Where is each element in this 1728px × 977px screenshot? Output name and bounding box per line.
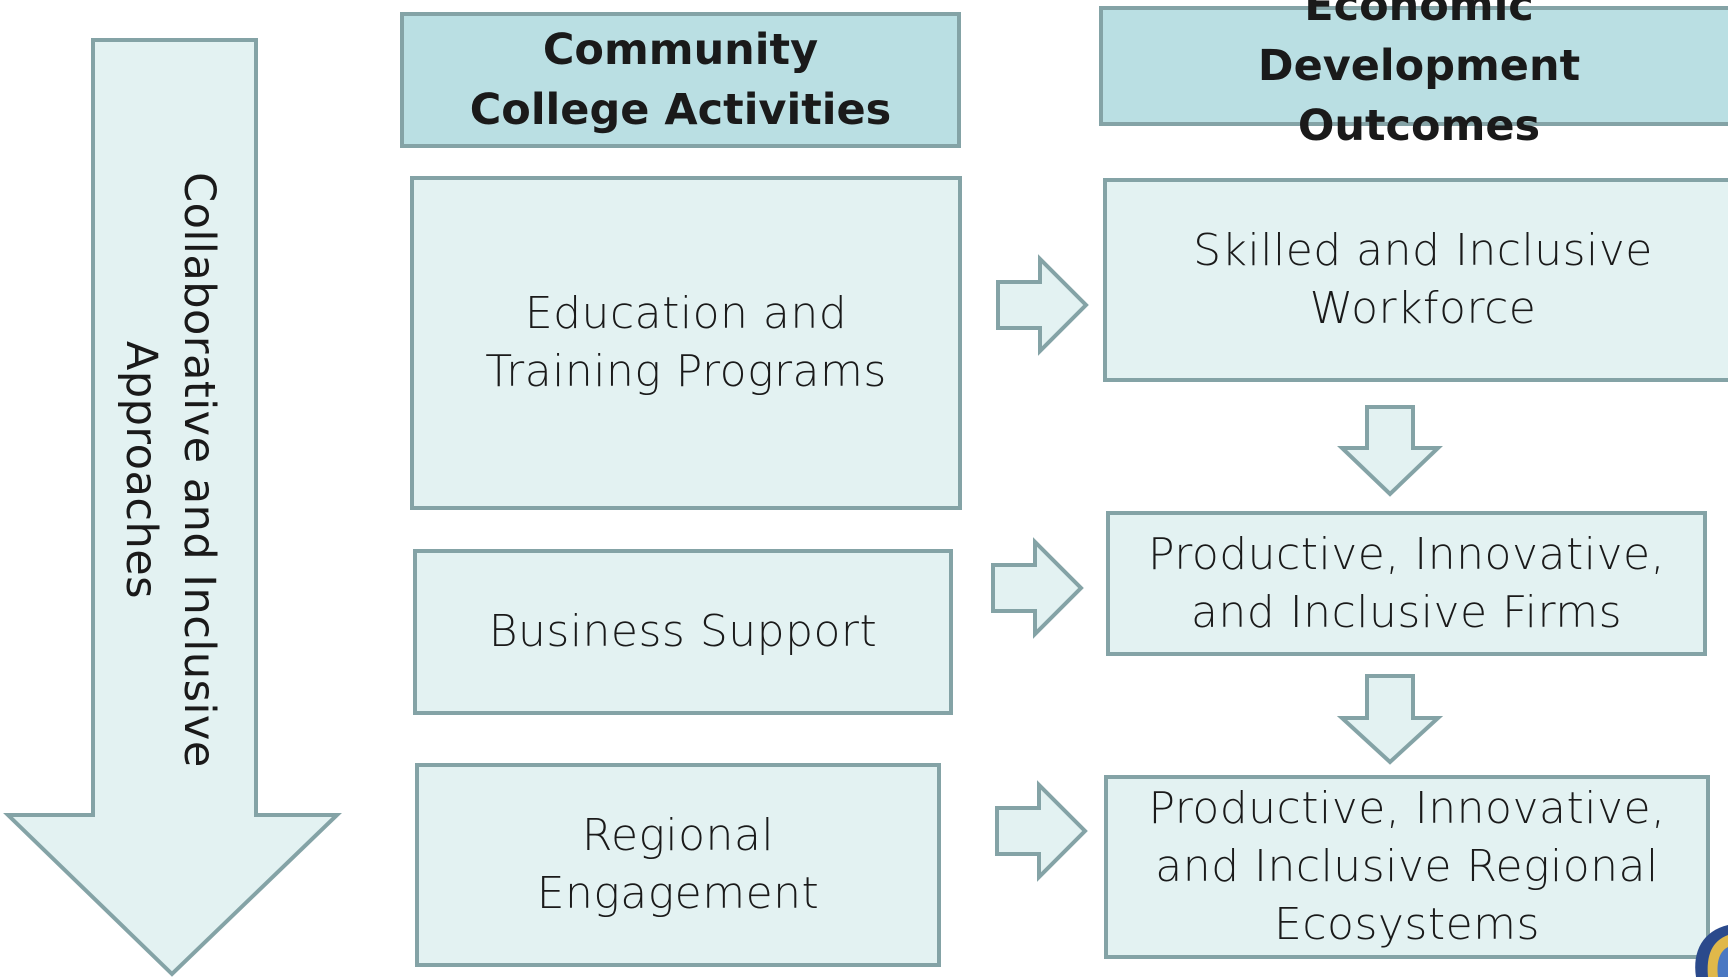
activity-education-training: Education and Training Programs <box>410 176 962 510</box>
down-arrow-2 <box>1336 674 1444 765</box>
outcome-label: Productive, Innovative, and Inclusive Re… <box>1148 783 1666 950</box>
big-down-arrow <box>3 38 342 977</box>
side-label: Collaborative and Inclusive Approaches <box>116 172 224 768</box>
outcome-productive-firms: Productive, Innovative, and Inclusive Fi… <box>1106 511 1707 656</box>
activities-header: Community College Activities <box>400 12 961 148</box>
activity-label: Business Support <box>488 606 878 657</box>
outcome-regional-ecosystems: Productive, Innovative, and Inclusive Re… <box>1104 775 1710 959</box>
activity-label: Education and Training Programs <box>485 288 887 397</box>
down-arrow-1 <box>1337 405 1443 497</box>
right-arrow-2 <box>991 537 1084 639</box>
outcome-skilled-workforce: Skilled and Inclusive Workforce <box>1103 178 1728 382</box>
outcome-label: Skilled and Inclusive Workforce <box>1193 225 1653 334</box>
logo-icon <box>1695 925 1728 977</box>
right-arrow-1 <box>996 254 1089 356</box>
outcomes-header: Economic Development Outcomes <box>1099 0 1728 151</box>
right-arrow-3 <box>995 780 1088 882</box>
activity-regional-engagement: Regional Engagement <box>415 763 941 967</box>
activity-label: Regional Engagement <box>536 810 820 919</box>
outcome-label: Productive, Innovative, and Inclusive Fi… <box>1147 528 1666 638</box>
activity-business-support: Business Support <box>413 549 953 715</box>
outcomes-header-text: Economic Development Outcomes <box>1257 0 1581 151</box>
activities-header-text: Community College Activities <box>469 25 892 135</box>
